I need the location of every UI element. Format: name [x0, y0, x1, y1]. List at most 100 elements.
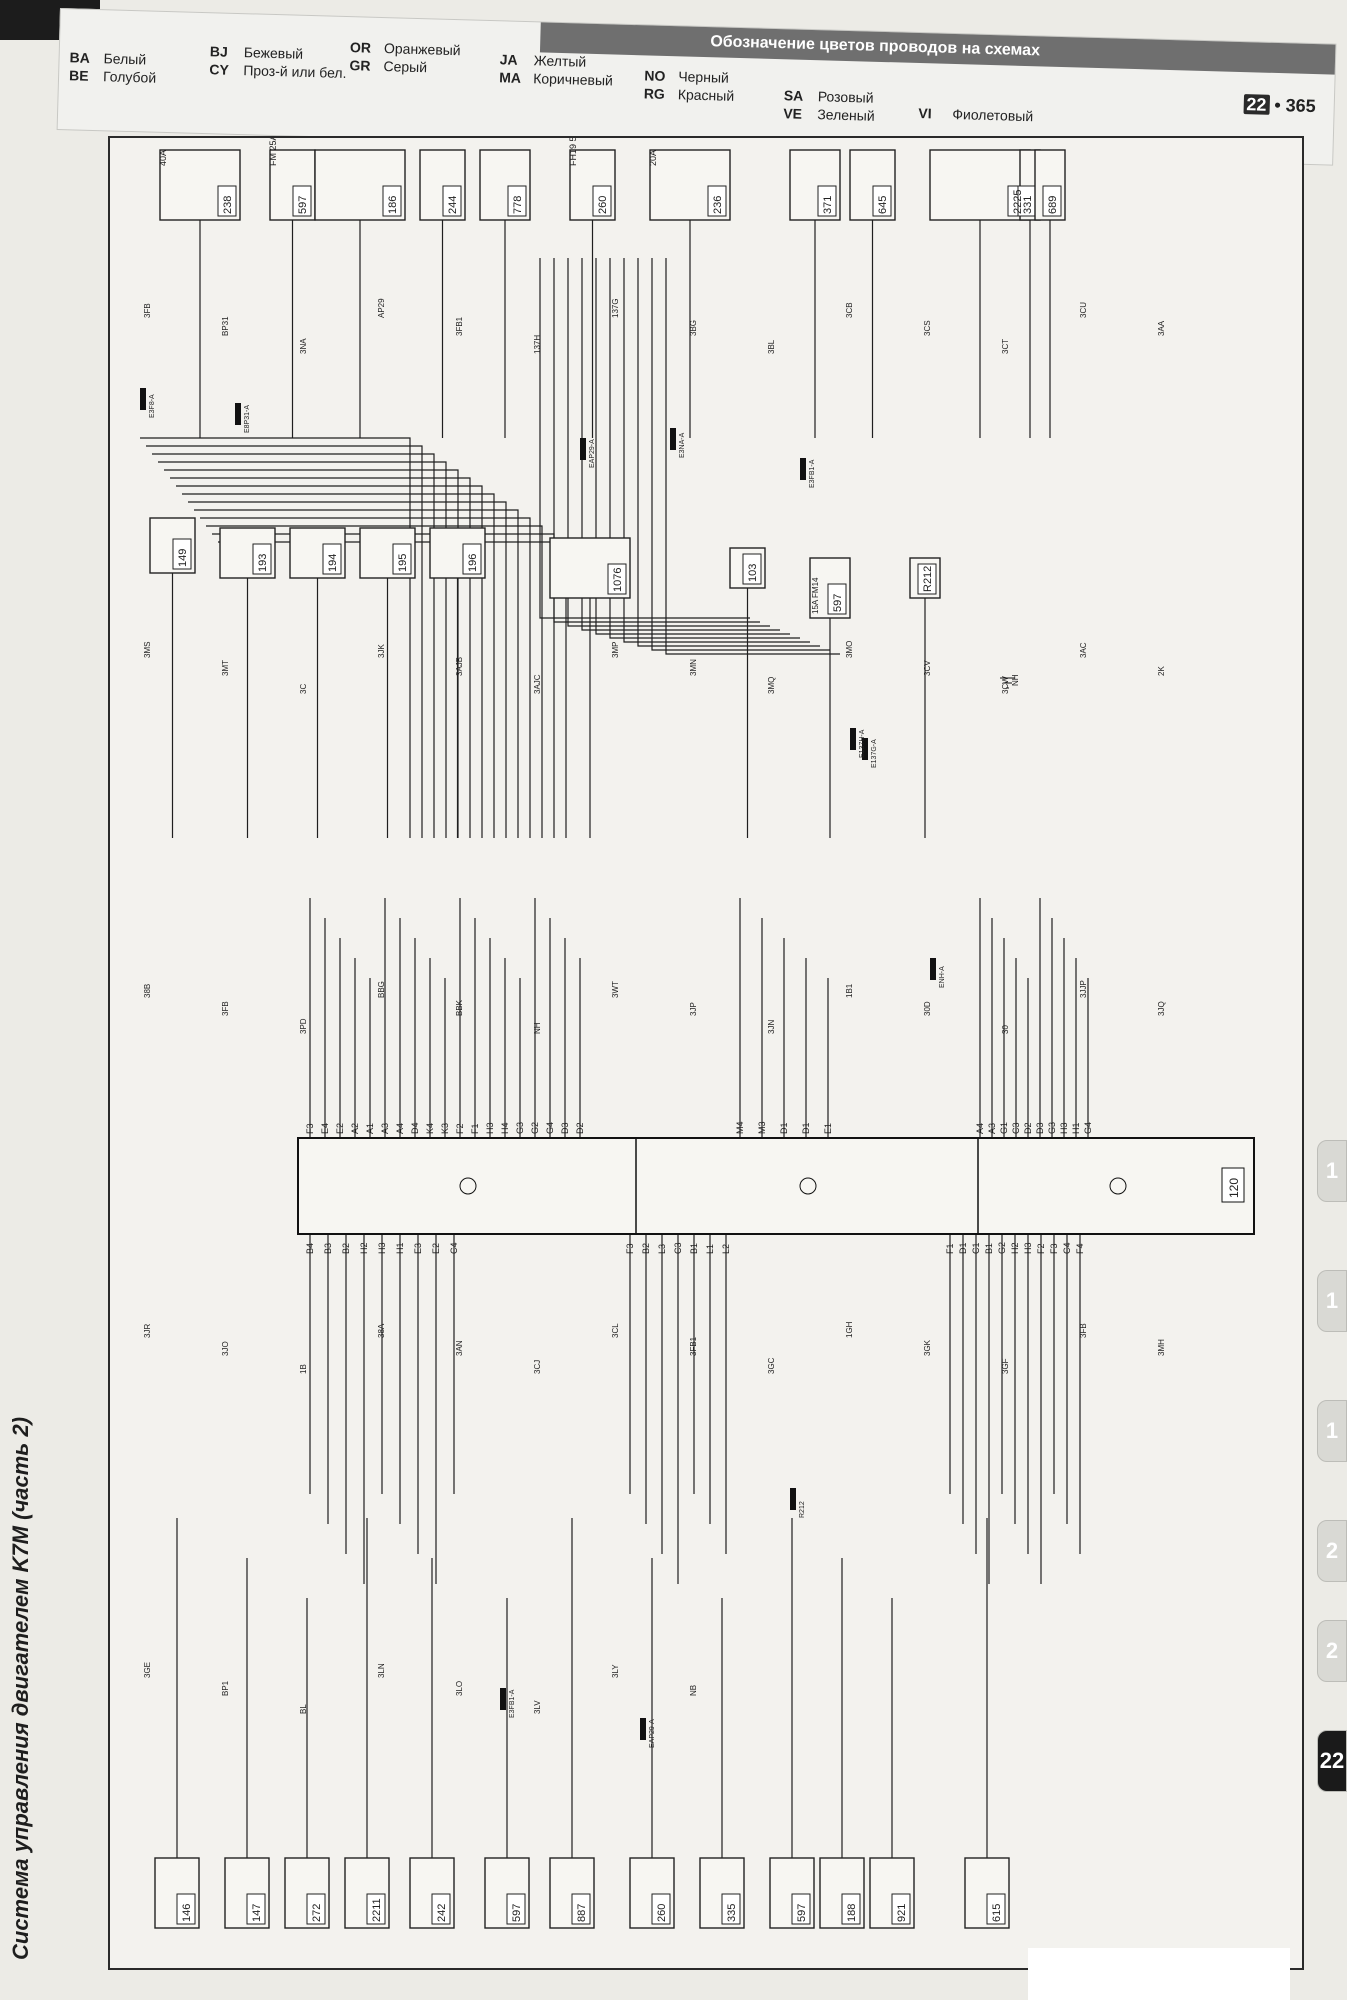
component-id: 597	[796, 1904, 808, 1922]
component-id: 597	[511, 1904, 523, 1922]
wire	[651, 258, 830, 651]
component-id: 597	[832, 594, 844, 612]
ecu-pin-label: L1	[705, 1244, 715, 1254]
component-id: 195	[397, 554, 409, 572]
component-id: 335	[726, 1904, 738, 1922]
chapter-tab-5[interactable]: 2	[1317, 1620, 1347, 1682]
connector-marker	[850, 728, 856, 750]
legend-color-name: Серый	[383, 58, 428, 76]
wire-label: 38B	[143, 984, 152, 998]
legend-color-name: Красный	[677, 86, 735, 104]
connector-label: E137G-A	[871, 739, 878, 768]
legend-color-name: Бежевый	[243, 44, 304, 62]
wire-label: 137H	[533, 335, 542, 354]
legend-code: BJ	[209, 43, 228, 60]
component-id-frame	[172, 538, 192, 570]
wire-label: 1B	[299, 1364, 308, 1374]
connector-marker	[930, 958, 936, 980]
legend-code: SA	[783, 87, 804, 104]
wire-label: 3JQ	[1157, 1001, 1166, 1016]
wire	[170, 477, 471, 838]
connector-label: ENH-A	[939, 966, 946, 988]
component-id: 645	[877, 196, 889, 214]
legend-color-name: Фиолетовый	[952, 105, 1034, 125]
component-id-frame	[507, 185, 527, 217]
wire-label: 3CV	[923, 660, 932, 676]
ecu-pin-label: D1	[958, 1242, 968, 1254]
wire-label: 38A	[377, 1323, 386, 1338]
chapter-tab-2[interactable]: 1	[1317, 1270, 1347, 1332]
component-id-frame	[292, 185, 312, 217]
wire	[567, 258, 770, 627]
chapter-tab-6[interactable]: 22	[1317, 1730, 1347, 1792]
chapter-tab-3[interactable]: 1	[1317, 1400, 1347, 1462]
component-id-frame	[506, 1893, 526, 1925]
legend-color-name: Желтый	[533, 52, 587, 70]
connector-marker	[862, 738, 868, 760]
component-id-frame	[431, 1893, 451, 1925]
wire-label: 3JK	[377, 644, 386, 658]
legend-code: CY	[209, 61, 230, 78]
ecu-pin-label: H3	[377, 1242, 387, 1254]
connector-marker	[790, 1488, 796, 1510]
wire-label: 30	[1001, 1025, 1010, 1034]
component-id: 236	[712, 196, 724, 214]
wire-label: BBK	[455, 999, 464, 1016]
ecu-pin-label: K4	[425, 1123, 435, 1134]
component-id: 193	[257, 554, 269, 572]
page-number: 22 • 365	[1243, 94, 1316, 117]
ecu-pin-label: C3	[1011, 1122, 1021, 1134]
component-id: 238	[222, 196, 234, 214]
component-id: 103	[747, 564, 759, 582]
component-id-frame	[382, 185, 402, 217]
wire-label: 3PD	[299, 1018, 308, 1034]
wire-label: 3LN	[377, 1663, 386, 1678]
wire-label: 3CJ	[533, 1360, 542, 1374]
ecu-pin-label: M4	[735, 1121, 745, 1134]
component-id: 260	[597, 196, 609, 214]
wire-label: 3AC	[1079, 642, 1088, 658]
ecu-pin-label: D2	[1023, 1122, 1033, 1134]
component-id: 194	[327, 554, 339, 572]
component-id: 887	[576, 1904, 588, 1922]
component-id: 196	[467, 554, 479, 572]
legend-color-name: Голубой	[102, 68, 157, 86]
component-id-frame	[917, 563, 937, 595]
ecu-pin-label: D1	[779, 1122, 789, 1134]
wire	[218, 541, 567, 838]
ecu-pin-label: A4	[975, 1123, 985, 1134]
chapter-tab-1[interactable]: 1	[1317, 1140, 1347, 1202]
component-id-frame	[742, 553, 762, 585]
wire-label: BP31	[221, 316, 230, 336]
component-id: 272	[311, 1904, 323, 1922]
ecu-pin-label: D2	[575, 1122, 585, 1134]
wire-label: 3CL	[611, 1323, 620, 1338]
ecu-pin-label: E4	[320, 1123, 330, 1134]
wire-label: 3MP	[611, 642, 620, 658]
chapter-tab-4[interactable]: 2	[1317, 1520, 1347, 1582]
wire-label: NH	[533, 1022, 542, 1034]
component-id: 1076	[612, 568, 624, 592]
connector-marker	[640, 1718, 646, 1740]
component-id: 147	[251, 1904, 263, 1922]
wire-label: 3FB	[221, 1001, 230, 1016]
legend-code: VE	[783, 105, 803, 122]
ecu-pin-label: E1	[823, 1123, 833, 1134]
ecu-pin-label: G3	[1047, 1122, 1057, 1134]
ecu-pin-label: F3	[305, 1123, 315, 1134]
ecu-pin-label: F2	[1036, 1243, 1046, 1254]
component-id-frame	[592, 185, 612, 217]
wire	[637, 258, 820, 647]
component-id-frame	[607, 563, 627, 595]
ecu-pin-label: G3	[515, 1122, 525, 1134]
ecu-pin-label: H1	[1071, 1122, 1081, 1134]
connector-marker	[580, 438, 586, 460]
legend-color-name: Белый	[103, 50, 147, 68]
connector-label: E137H-A	[859, 729, 866, 758]
legend-code: RG	[643, 85, 666, 102]
